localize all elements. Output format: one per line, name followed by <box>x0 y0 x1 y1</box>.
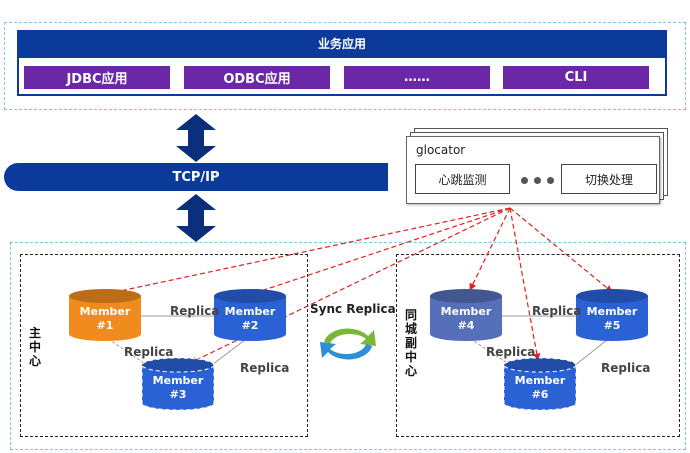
member-label: Member <box>225 305 276 318</box>
member-node-1: Member#1 <box>69 289 141 341</box>
double-arrow-icon-top <box>176 114 216 162</box>
member-node-2: Member#2 <box>214 289 286 341</box>
app-layer-container <box>4 22 686 110</box>
replica-label-1-2: Replica <box>170 304 220 318</box>
glocator-title: glocator <box>416 143 466 157</box>
sync-replica-label: Sync Replica <box>310 302 396 316</box>
member-label: Member <box>80 305 131 318</box>
heartbeat-arrow-member-6 <box>509 207 541 361</box>
sync-arrows-icon <box>320 328 376 360</box>
member-label: Member <box>153 374 204 387</box>
member-id: #1 <box>97 319 114 332</box>
double-arrow-icon-bottom <box>176 194 216 242</box>
replica-label-2-3: Replica <box>240 361 290 375</box>
primary-region-label: 主中心 <box>28 326 41 368</box>
failover-handler-block: 切换处理 <box>561 164 657 194</box>
replica-label-5-6: Replica <box>601 361 651 375</box>
heartbeat-arrow-member-4 <box>469 207 511 291</box>
member-id: #2 <box>242 319 259 332</box>
member-node-3: Member#3 <box>141 357 215 411</box>
ellipsis-dot <box>521 177 528 184</box>
heartbeat-arrow-member-2 <box>251 207 511 296</box>
member-id: #5 <box>604 319 621 332</box>
member-label: Member <box>515 374 566 387</box>
heartbeat-monitor-block: 心跳监测 <box>415 164 510 194</box>
app-layer-title: 业务应用 <box>17 30 667 56</box>
tcp-ip-bar: TCP/IP <box>4 163 388 191</box>
member-label: Member <box>587 305 638 318</box>
member-label: Member <box>441 305 492 318</box>
member-id: #6 <box>532 388 549 401</box>
secondary-region-label: 同城副中心 <box>404 308 417 378</box>
member-node-6: Member#6 <box>503 357 577 411</box>
heartbeat-arrow-member-1 <box>105 207 511 297</box>
more-apps-block: …… <box>344 66 490 89</box>
member-id: #3 <box>170 388 187 401</box>
ellipsis-dot <box>547 177 554 184</box>
member-node-4: Member#4 <box>430 289 502 341</box>
jdbc-app-block: JDBC应用 <box>24 66 170 89</box>
replica-label-4-5: Replica <box>532 304 582 318</box>
odbc-app-block: ODBC应用 <box>184 66 330 89</box>
ellipsis-dot <box>534 177 541 184</box>
secondary-region-box <box>396 254 680 437</box>
member-id: #4 <box>458 319 475 332</box>
replica-label-4-6: Replica <box>486 345 536 359</box>
member-node-5: Member#5 <box>576 289 648 341</box>
heartbeat-arrow-member-5 <box>509 207 613 293</box>
replica-label-1-3: Replica <box>124 345 174 359</box>
cli-app-block: CLI <box>503 66 649 89</box>
cluster-container <box>10 242 686 450</box>
primary-region-box <box>20 254 308 437</box>
